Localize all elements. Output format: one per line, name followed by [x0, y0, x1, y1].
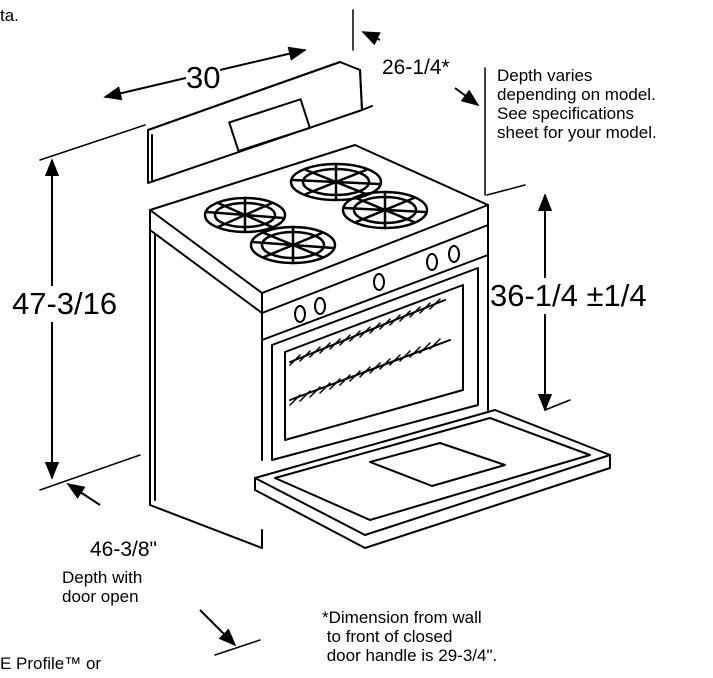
depth-closed-arrow-upper	[361, 31, 381, 46]
depth-open-arrow-lower	[199, 609, 237, 647]
control-panel	[261, 224, 489, 341]
depth-open-arrow-upper	[66, 483, 101, 506]
cropped-text-bottom: E Profile™ or	[0, 654, 102, 673]
extension-lines	[39, 9, 571, 656]
depth-closed-arrow-lower	[454, 87, 480, 107]
depth-open-label: Depth with door open	[62, 568, 143, 606]
wall-dimension-note: *Dimension from wall to front of closed …	[322, 608, 498, 665]
open-oven-door	[254, 409, 611, 549]
cooktop-height-dimension: 36-1/4 ±1/4	[490, 278, 647, 314]
width-dimension: 30	[186, 60, 221, 96]
height-overall-dimension: 47-3/16	[12, 286, 118, 322]
depth-varies-note: Depth varies depending on model. See spe…	[497, 66, 657, 142]
cropped-text-top: ta.	[0, 6, 19, 25]
oven-window	[271, 267, 479, 461]
burner-grates	[203, 162, 429, 265]
depth-open-dimension: 46-3/8"	[90, 538, 157, 561]
range-body	[149, 229, 489, 549]
depth-closed-dimension: 26-1/4*	[382, 56, 450, 79]
